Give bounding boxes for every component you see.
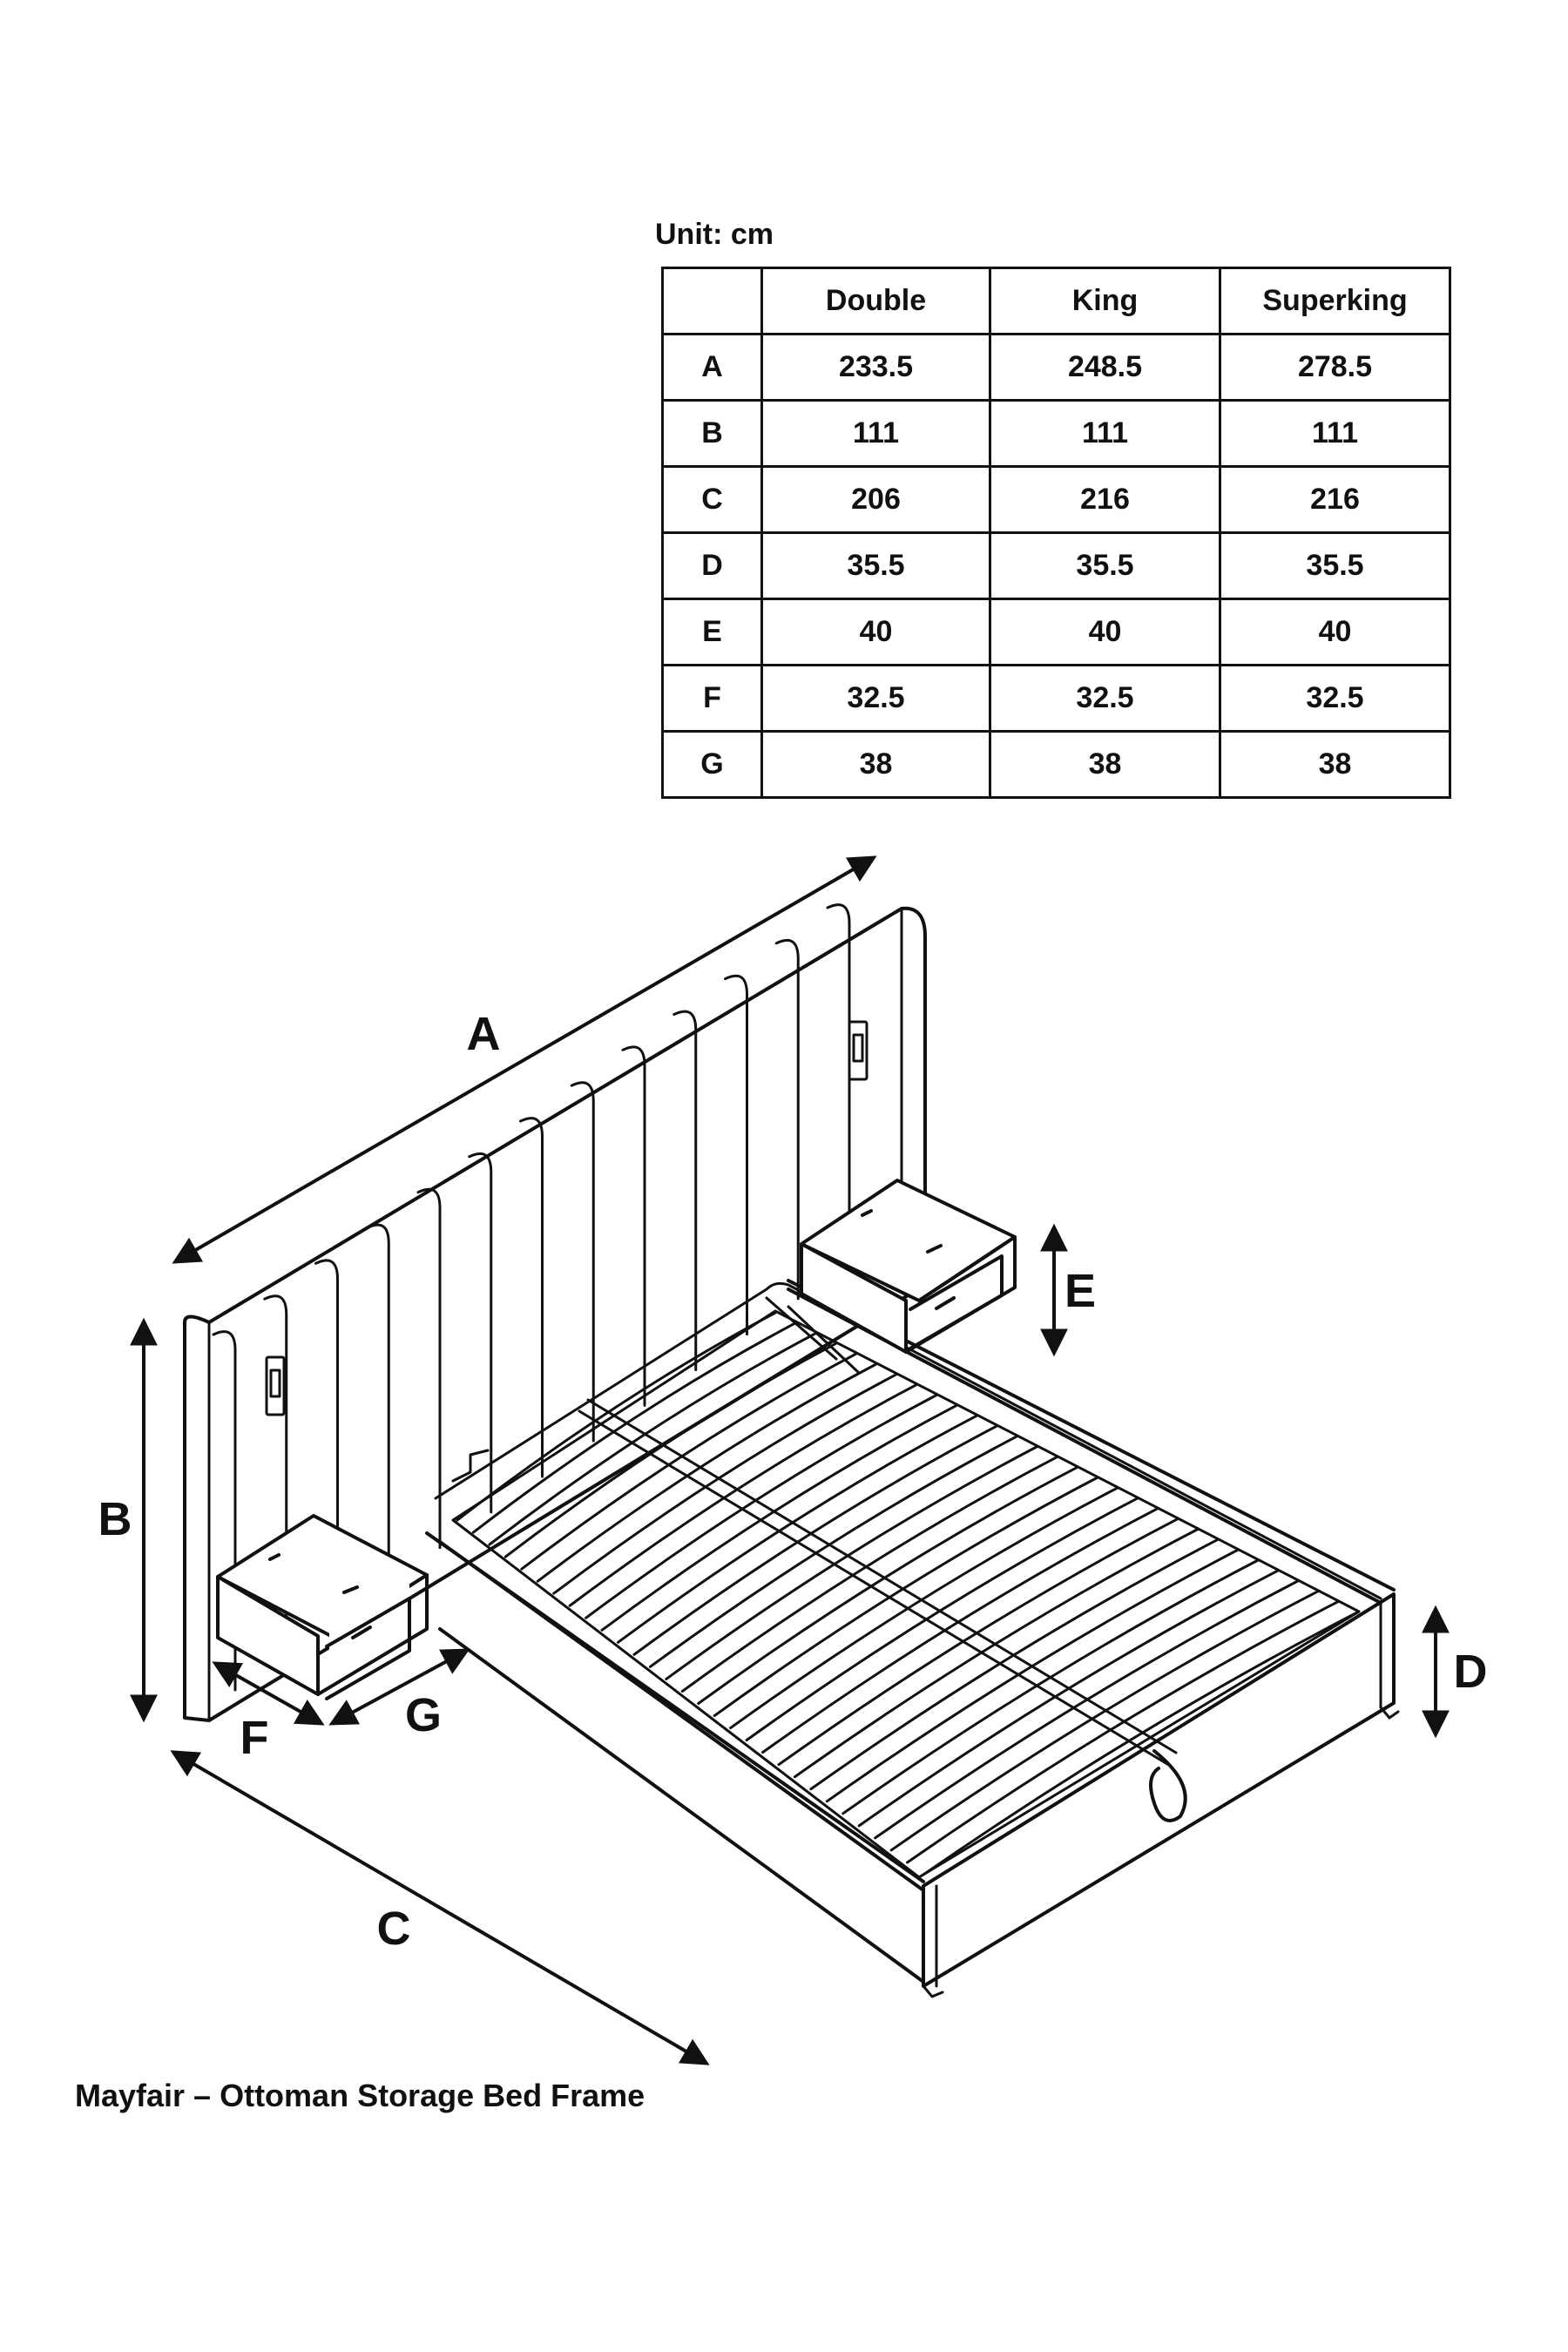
dimension-arrow-g: [328, 1648, 470, 1726]
table-row: G 38 38 38: [661, 730, 1451, 799]
slat: [568, 1383, 918, 1607]
table-cell: 216: [1219, 465, 1451, 534]
slat: [600, 1403, 958, 1632]
table-cell: 278.5: [1219, 333, 1451, 402]
dimension-label-b: B: [98, 1493, 132, 1545]
dimension-arrow-c: [170, 1750, 710, 2065]
headboard-channel: [263, 1294, 288, 1656]
slat: [616, 1414, 978, 1644]
table-cell: 38: [989, 730, 1221, 799]
slat: [697, 1465, 1079, 1706]
slats: [456, 1311, 1361, 1876]
dimension-label-d: D: [1454, 1646, 1488, 1698]
slat: [922, 1610, 1361, 1876]
slat: [488, 1332, 817, 1546]
table-cell: 111: [1219, 399, 1451, 468]
table-cell: 35.5: [760, 531, 991, 600]
table-header-cell: King: [989, 267, 1221, 335]
table-cell: 35.5: [1219, 531, 1451, 600]
slat: [648, 1435, 1018, 1668]
slat: [745, 1497, 1139, 1742]
slat: [729, 1486, 1119, 1730]
table-cell: 32.5: [989, 664, 1221, 733]
table-cell: 40: [989, 598, 1221, 666]
dimension-label-f: F: [240, 1712, 269, 1764]
table-cell: 111: [760, 399, 991, 468]
slat: [777, 1517, 1179, 1767]
left-charging-port: [265, 1355, 286, 1416]
table-cell: G: [661, 730, 763, 799]
table-header-cell: [661, 267, 763, 335]
bed-frame-drawing: A B C D E F G: [98, 855, 1488, 2065]
table-row: D 35.5 35.5 35.5: [661, 531, 1451, 600]
slat: [632, 1424, 998, 1656]
table-cell: 35.5: [989, 531, 1221, 600]
table-cell: 233.5: [760, 333, 991, 402]
center-support-rail: [578, 1398, 1178, 1766]
dimension-arrows: [130, 855, 1450, 2065]
slat: [680, 1456, 1058, 1693]
table-cell: A: [661, 333, 763, 402]
slat: [536, 1362, 878, 1583]
table-cell: B: [661, 399, 763, 468]
gas-lift-struts: [451, 1296, 860, 1483]
foot-end: [922, 1592, 1400, 1998]
table-cell: C: [661, 465, 763, 534]
table-cell: E: [661, 598, 763, 666]
table-cell: 206: [760, 465, 991, 534]
table-cell: 38: [760, 730, 991, 799]
dimension-label-a: A: [467, 1008, 501, 1060]
product-caption: Mayfair – Ottoman Storage Bed Frame: [75, 2078, 645, 2113]
table-row: B 111 111 111: [661, 399, 1451, 468]
table-cell: 32.5: [760, 664, 991, 733]
slat: [665, 1445, 1038, 1680]
table-row: E 40 40 40: [661, 598, 1451, 666]
table-cell: 111: [989, 399, 1221, 468]
slat: [585, 1394, 938, 1619]
table-cell: 32.5: [1219, 664, 1451, 733]
table-cell: 40: [1219, 598, 1451, 666]
slat: [504, 1342, 837, 1558]
table-cell: 40: [760, 598, 991, 666]
table-header-cell: Superking: [1219, 267, 1451, 335]
slat: [471, 1321, 797, 1534]
table-header-row: Double King Superking: [661, 267, 1451, 335]
slat: [713, 1476, 1099, 1718]
dimension-arrow-f: [212, 1661, 325, 1726]
dimension-label-e: E: [1064, 1265, 1096, 1317]
slat: [520, 1352, 857, 1571]
slat: [793, 1527, 1200, 1779]
dimension-label-c: C: [377, 1903, 411, 1955]
slat: [552, 1373, 898, 1595]
table-cell: F: [661, 664, 763, 733]
unit-label: Unit: cm: [655, 218, 774, 251]
dimensions-table: Double King Superking A 233.5 248.5 278.…: [661, 267, 1451, 799]
lift-strap: [1149, 1749, 1187, 1822]
table-row: F 32.5 32.5 32.5: [661, 664, 1451, 733]
dimension-label-g: G: [405, 1689, 442, 1741]
slat: [456, 1311, 777, 1522]
slat: [761, 1507, 1159, 1754]
dimension-arrow-a: [172, 855, 877, 1264]
table-cell: 38: [1219, 730, 1451, 799]
table-row: C 206 216 216: [661, 465, 1451, 534]
table-cell: 248.5: [989, 333, 1221, 402]
headboard-channel: [212, 1330, 237, 1692]
table-cell: 216: [989, 465, 1221, 534]
table-row: A 233.5 248.5 278.5: [661, 333, 1451, 402]
table-cell: D: [661, 531, 763, 600]
table-header-cell: Double: [760, 267, 991, 335]
